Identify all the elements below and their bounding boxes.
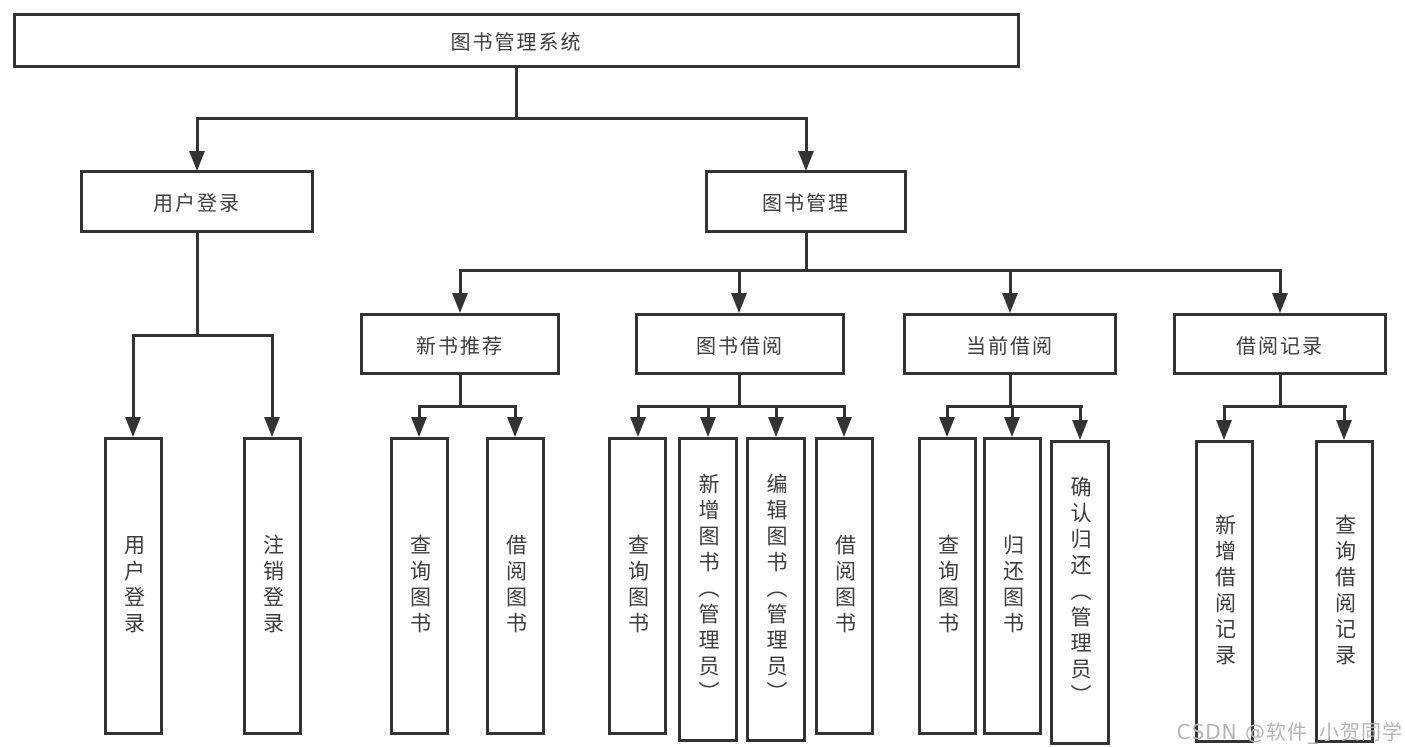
connector-line [1279,375,1282,407]
node-user-login: 用户登录 [80,170,314,233]
node-borrow-records: 借阅记录 [1173,313,1387,375]
node-book-borrow: 图书借阅 [635,313,845,375]
node-current-borrow: 当前借阅 [903,313,1117,375]
leaf-add-borrow-record: 新增借阅记录 [1195,440,1254,743]
connector-line [132,334,274,337]
connector-line [196,117,199,153]
connector-line [196,117,808,120]
connector-line [1343,405,1346,422]
arrow-down-icon [798,151,814,171]
leaf-query-borrow-record: 查询借阅记录 [1315,440,1374,743]
leaf-query-book-3: 查询图书 [918,437,977,735]
arrow-down-icon [1272,293,1288,313]
connector-line [418,405,421,419]
leaf-query-book-1: 查询图书 [390,437,449,735]
connector-line [775,405,778,419]
connector-line [1011,405,1014,419]
leaf-logout: 注销登录 [243,437,302,735]
node-root: 图书管理系统 [13,13,1020,68]
leaf-confirm-return-admin: 确认归还（管理员） [1050,440,1110,745]
connector-line [459,375,462,407]
connector-line [271,334,274,418]
node-new-book-recommend: 新书推荐 [360,313,560,375]
arrow-down-icon [411,417,427,437]
connector-line [1079,405,1082,422]
arrow-down-icon [700,417,716,437]
connector-line [805,233,808,271]
arrow-down-icon [264,417,280,437]
connector-line [515,68,518,118]
leaf-user-login: 用户登录 [104,437,163,735]
connector-line [132,334,135,418]
arrow-down-icon [507,417,523,437]
connector-line [637,405,640,419]
connector-line [707,405,710,419]
connector-line [738,269,741,294]
arrow-down-icon [939,417,955,437]
connector-line [1279,269,1282,294]
arrow-down-icon [836,417,852,437]
arrow-down-icon [1004,417,1020,437]
arrow-down-icon [1336,420,1352,440]
arrow-down-icon [731,293,747,313]
arrow-down-icon [630,417,646,437]
connector-line [418,405,517,408]
connector-line [196,233,199,336]
csdn-watermark: CSDN @软件_小贺同学 [1176,720,1403,744]
arrow-down-icon [1002,293,1018,313]
connector-line [1009,269,1012,294]
arrow-down-icon [768,417,784,437]
connector-line [514,405,517,419]
connector-line [946,405,1083,408]
connector-line [805,117,808,153]
leaf-borrow-book-1: 借阅图书 [486,437,545,735]
connector-line [459,269,1282,272]
connector-line [843,405,846,419]
connector-line [1009,375,1012,407]
connector-line [738,375,741,407]
leaf-borrow-book-2: 借阅图书 [815,437,874,735]
connector-line [1223,405,1347,408]
leaf-query-book-2: 查询图书 [608,437,667,735]
leaf-edit-book-admin: 编辑图书（管理员） [746,437,806,742]
connector-line [637,405,846,408]
node-book-management: 图书管理 [705,170,907,233]
leaf-add-book-admin: 新增图书（管理员） [678,437,738,742]
arrow-down-icon [1216,420,1232,440]
connector-line [1223,405,1226,422]
arrow-down-icon [125,417,141,437]
arrow-down-icon [189,151,205,171]
arrow-down-icon [1072,420,1088,440]
leaf-return-book: 归还图书 [983,437,1042,735]
arrow-down-icon [452,293,468,313]
connector-line [946,405,949,419]
connector-line [459,269,462,294]
